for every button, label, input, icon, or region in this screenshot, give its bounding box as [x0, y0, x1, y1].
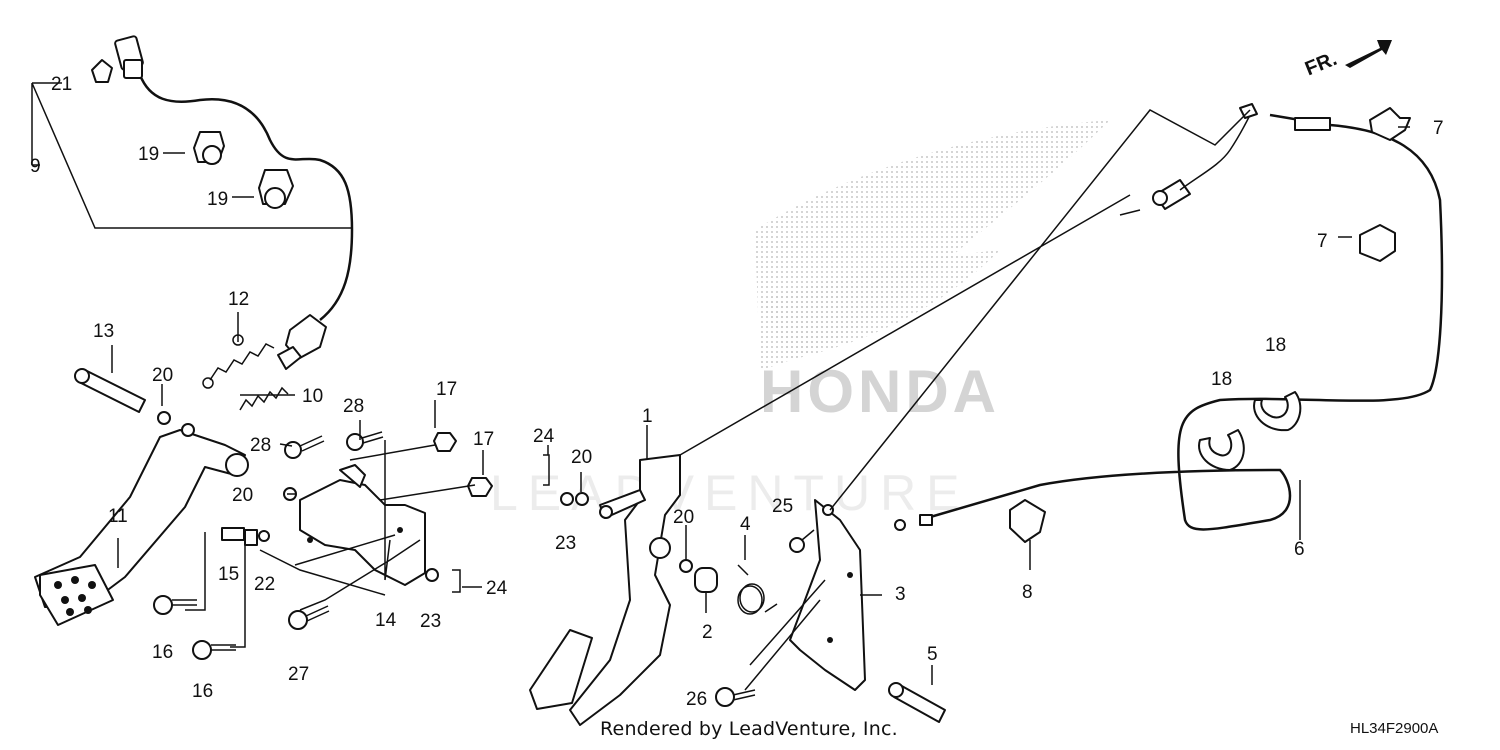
callout-6: 6: [1294, 539, 1305, 560]
honda-wordmark: HONDA: [760, 358, 1000, 425]
callout-16b: 16: [192, 681, 213, 702]
callout-18a: 18: [1211, 369, 1232, 390]
callout-13: 13: [93, 321, 114, 342]
throttle-bracket-3: [789, 499, 866, 691]
washer-23a: [425, 568, 439, 582]
brake-pedal-11: [34, 423, 249, 626]
washer-23b: [560, 492, 574, 506]
clamp-19b: [258, 169, 294, 209]
callout-17b: 17: [473, 429, 494, 450]
bushing-20a: [157, 411, 171, 425]
callout-1: 1: [642, 406, 653, 427]
throttle-cable-6: [894, 103, 1444, 531]
pivot-pin-13: [74, 368, 146, 413]
bolt-25: [789, 529, 815, 553]
leader-lines: [31, 82, 1410, 691]
callout-labels: 1 2 3 4 5 6 7 7 8 9 10 11 12 13 14 15 16…: [30, 74, 1444, 710]
nut-22: [258, 530, 270, 542]
callout-4: 4: [740, 514, 751, 535]
cable-clip-8: [1009, 499, 1046, 543]
front-direction-arrow-icon: [1345, 40, 1392, 68]
cotter-pin-24b: [452, 569, 461, 593]
clamp-19a: [193, 131, 225, 165]
stopper-15: [244, 529, 258, 546]
torsion-spring-4: [737, 564, 778, 615]
callout-23a: 23: [420, 611, 441, 632]
callout-24a: 24: [533, 426, 555, 447]
callout-19b: 19: [207, 189, 228, 210]
callout-25: 25: [772, 496, 793, 517]
callout-5: 5: [927, 644, 938, 665]
callout-7b: 7: [1317, 231, 1328, 252]
callout-23b: 23: [555, 533, 576, 554]
sensor-harness: [91, 35, 354, 370]
callout-12: 12: [228, 289, 249, 310]
callout-20c: 20: [571, 447, 592, 468]
return-spring-12: [202, 334, 275, 389]
pin-5: [888, 682, 946, 723]
spring-10: [239, 386, 289, 411]
bolt-28a: [284, 435, 325, 459]
callout-16a: 16: [152, 642, 173, 663]
cable-clip-7a: [1369, 107, 1411, 141]
pedal-bracket-14: [299, 464, 426, 586]
band-18b: [1253, 391, 1302, 432]
nut-17a: [433, 432, 457, 452]
callout-17a: 17: [436, 379, 457, 400]
collar-2: [694, 567, 718, 593]
callout-18b: 18: [1265, 335, 1286, 356]
diagram-code: HL34F2900A: [1350, 720, 1439, 737]
bolt-28b: [346, 431, 384, 451]
callout-15: 15: [218, 564, 239, 585]
callout-27: 27: [288, 664, 309, 685]
bushing-20c: [575, 492, 589, 506]
band-18a: [1198, 429, 1245, 471]
callout-26: 26: [686, 689, 707, 710]
cotter-pin-24a: [543, 454, 550, 486]
bushing-20d: [679, 559, 693, 573]
bolt-26: [715, 687, 756, 707]
callout-20b: 20: [232, 485, 253, 506]
callout-20d: 20: [673, 507, 694, 528]
callout-8: 8: [1022, 582, 1033, 603]
callout-9: 9: [30, 156, 41, 177]
callout-20a: 20: [152, 365, 173, 386]
callout-10: 10: [302, 386, 323, 407]
bolt-16a: [153, 595, 197, 615]
callout-22: 22: [254, 574, 275, 595]
callout-24b: 24: [486, 578, 508, 599]
switch-15: [221, 527, 245, 541]
nut-17b: [467, 477, 493, 497]
throttle-pedal-1: [529, 454, 681, 726]
callout-2: 2: [702, 622, 713, 643]
cable-clip-7b: [1359, 224, 1396, 262]
dealer-watermark: LEADVENTURE: [490, 465, 970, 521]
callout-11: 11: [108, 506, 128, 527]
callout-3: 3: [895, 584, 906, 605]
callout-28a: 28: [343, 396, 364, 417]
callout-19a: 19: [138, 144, 159, 165]
bolt-16b: [192, 640, 236, 660]
callout-7a: 7: [1433, 118, 1444, 139]
render-credit: Rendered by LeadVenture, Inc.: [600, 718, 898, 740]
bolt-27: [288, 605, 330, 630]
callout-14: 14: [375, 610, 397, 631]
callout-28b: 28: [250, 435, 271, 456]
callout-21: 21: [51, 74, 72, 95]
